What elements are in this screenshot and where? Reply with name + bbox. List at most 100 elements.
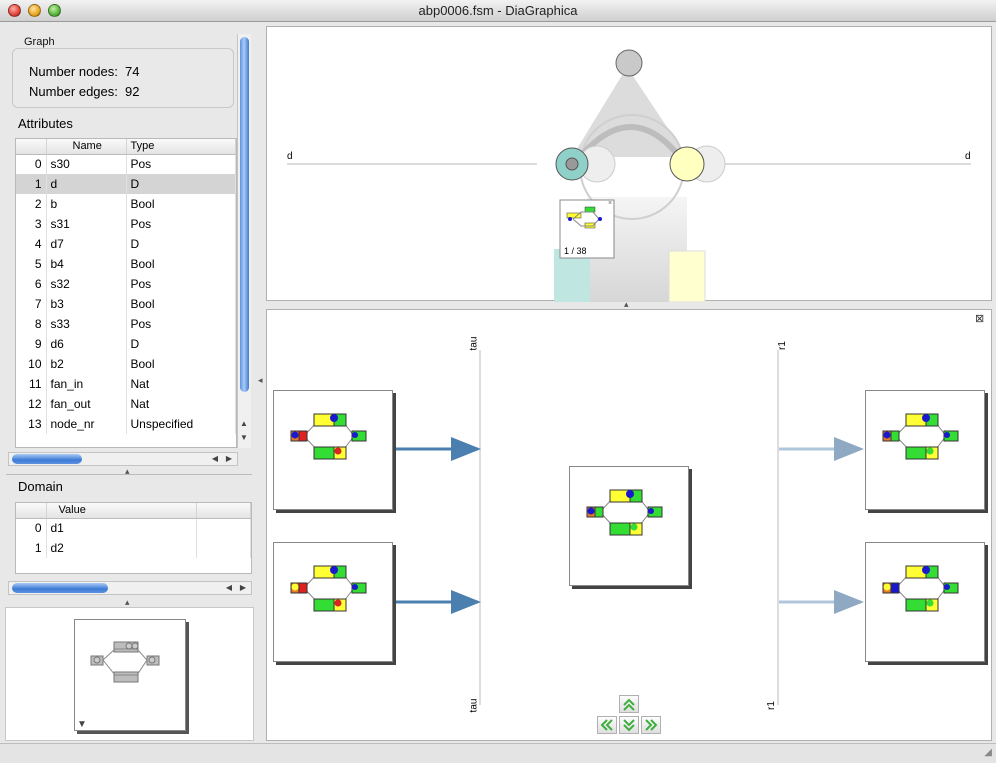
right-axis-bottom-label: r1 (765, 701, 777, 710)
resize-grip-icon[interactable]: ◢ (984, 747, 992, 758)
split-grip-icon[interactable]: ▴ (125, 597, 130, 607)
nav-up-button[interactable] (619, 695, 639, 713)
attribute-index: 5 (16, 254, 47, 274)
edge-visualization (287, 49, 971, 303)
attribute-index: 12 (16, 394, 47, 414)
current-diagram[interactable] (569, 466, 689, 586)
nav-next-button[interactable] (641, 716, 661, 734)
attribute-type: D (126, 334, 236, 354)
attr-col-type[interactable]: Type (126, 139, 236, 155)
popup-counter: 1 / 38 (564, 246, 587, 256)
domain-value: d1 (46, 518, 197, 538)
attributes-horizontal-scroll-thumb[interactable] (12, 454, 82, 464)
attribute-index: 10 (16, 354, 47, 374)
state-diagram-graphic (290, 565, 367, 612)
domain-col-index (16, 503, 47, 519)
double-chevron-right-icon (645, 719, 658, 731)
scroll-right-arrow-icon[interactable]: ▶ (225, 454, 233, 463)
minimize-window-button[interactable] (28, 4, 41, 17)
domain-horizontal-scroll-thumb[interactable] (12, 583, 108, 593)
window-title: abp0006.fsm - DiaGraphica (418, 3, 578, 18)
zoom-window-button[interactable] (48, 4, 61, 17)
domain-col-value[interactable]: Value (46, 503, 197, 519)
bottom-view: tau tau r1 r1 ⊠ (266, 309, 992, 741)
attr-col-name[interactable]: Name (46, 139, 127, 155)
attribute-type: Unspecified (126, 414, 236, 434)
separator (6, 474, 252, 475)
attribute-name: b (46, 194, 127, 214)
attributes-title: Attributes (18, 116, 73, 131)
source-diagram-1[interactable] (273, 390, 393, 510)
source-diagram-2[interactable] (273, 542, 393, 662)
attributes-vertical-scroll-thumb[interactable] (240, 37, 249, 392)
nav-prev-button[interactable] (597, 716, 617, 734)
edges-stat: Number edges: 92 (29, 84, 139, 99)
transition-view (395, 350, 864, 705)
scroll-left-arrow-icon[interactable]: ◀ (211, 454, 219, 463)
scroll-up-arrow-icon[interactable]: ▲ (240, 419, 248, 428)
close-icon[interactable]: × (608, 200, 613, 207)
attributes-vertical-scrollbar[interactable]: ▲ ▼ (237, 34, 251, 448)
target-diagram-1[interactable] (865, 390, 985, 510)
close-icon[interactable]: ⊠ (975, 313, 985, 325)
scroll-down-arrow-icon[interactable]: ▼ (240, 433, 248, 442)
target-diagram-2[interactable] (865, 542, 985, 662)
edges-value: 92 (125, 84, 140, 99)
attributes-horizontal-scrollbar[interactable]: ◀ ▶ (8, 452, 238, 466)
diagram-preview-frame[interactable]: ▼ (74, 619, 186, 731)
attribute-index: 9 (16, 334, 47, 354)
left-panel: Graph Number nodes: 74 Number edges: 92 … (0, 23, 258, 743)
attribute-type: Nat (126, 374, 236, 394)
attribute-name: d (46, 174, 127, 194)
attribute-name: node_nr (46, 414, 127, 434)
attribute-index: 0 (16, 154, 47, 174)
attribute-name: b2 (46, 354, 127, 374)
state-diagram-graphic (290, 413, 367, 460)
attribute-index: 11 (16, 374, 47, 394)
split-grip-icon[interactable]: ▴ (125, 466, 130, 476)
split-grip-icon[interactable]: ▴ (624, 299, 629, 309)
domain-index: 0 (16, 518, 47, 538)
status-bar: ◢ (0, 743, 996, 763)
state-diagram-graphic (882, 413, 959, 460)
nav-down-button[interactable] (619, 716, 639, 734)
domain-title: Domain (18, 479, 63, 494)
graph-group-label: Graph (24, 36, 55, 48)
attribute-type: Bool (126, 194, 236, 214)
domain-horizontal-scrollbar[interactable]: ◀ ▶ (8, 581, 252, 595)
axis-right-label: d (965, 151, 971, 162)
close-window-button[interactable] (8, 4, 21, 17)
attribute-type: Pos (126, 274, 236, 294)
right-axis-top-label: r1 (776, 341, 788, 350)
scroll-right-arrow-icon[interactable]: ▶ (239, 583, 247, 592)
triangle-down-icon[interactable]: ▼ (77, 719, 87, 730)
split-grip-icon[interactable]: ◂ (258, 375, 263, 385)
scroll-left-arrow-icon[interactable]: ◀ (225, 583, 233, 592)
graph-info-box: Number nodes: 74 Number edges: 92 (12, 48, 234, 108)
double-chevron-down-icon (623, 719, 635, 732)
edges-label: Number edges: (29, 84, 118, 99)
attribute-name: s32 (46, 274, 127, 294)
attribute-type: D (126, 234, 236, 254)
attribute-type: Pos (126, 214, 236, 234)
